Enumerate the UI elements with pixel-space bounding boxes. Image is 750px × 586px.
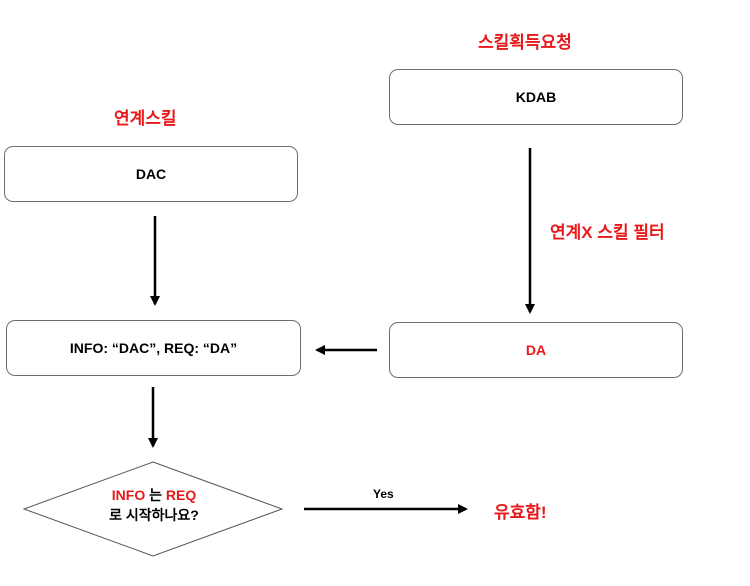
decision-diamond — [22, 461, 284, 557]
decision-line-1: INFO 는 REQ — [24, 485, 284, 505]
skill-request-label: 스킬획득요청 — [478, 33, 572, 52]
node-dac-label: DAC — [135, 166, 167, 182]
node-info-label: INFO: “DAC”, REQ: “DA” — [69, 340, 238, 356]
node-kdab: KDAB — [389, 69, 683, 125]
decision-req: REQ — [165, 487, 197, 503]
node-da: DA — [389, 322, 683, 378]
node-kdab-label: KDAB — [515, 89, 557, 105]
decision-connector: 는 — [145, 487, 166, 503]
yes-label: Yes — [373, 487, 394, 501]
decision-line-2: 로 시작하나요? — [109, 507, 199, 523]
node-dac: DAC — [4, 146, 298, 202]
linked-skill-label: 연계스킬 — [114, 109, 177, 128]
filter-label: 연계X 스킬 필터 — [550, 223, 665, 242]
node-da-label: DA — [525, 342, 547, 358]
valid-label: 유효함! — [494, 503, 547, 522]
decision-text: INFO 는 REQ 로 시작하나요? — [24, 485, 284, 525]
decision-info: INFO — [111, 487, 146, 503]
node-info: INFO: “DAC”, REQ: “DA” — [6, 320, 301, 376]
